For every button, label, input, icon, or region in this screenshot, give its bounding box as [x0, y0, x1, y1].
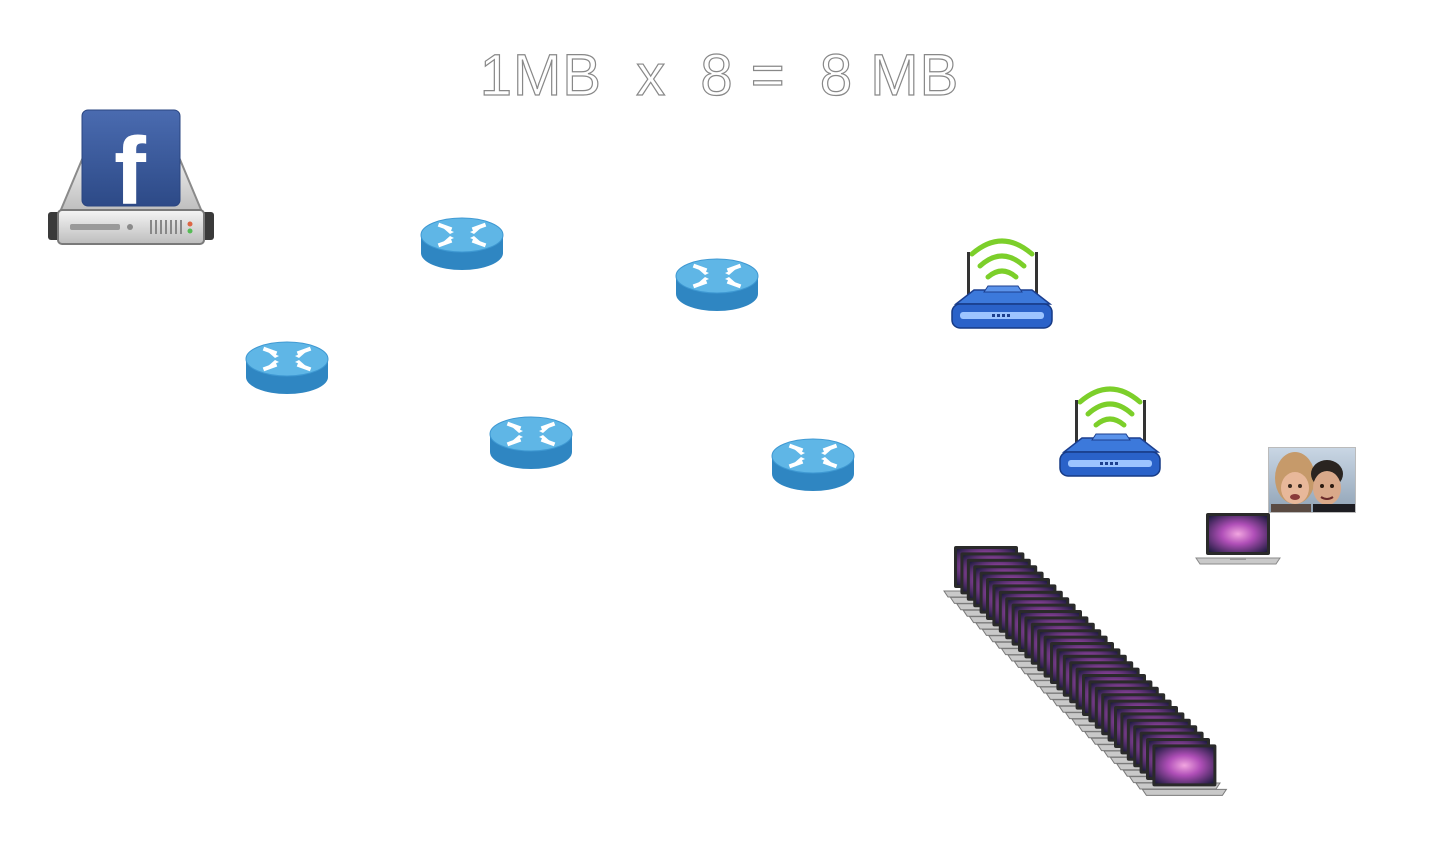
- router-icon: [489, 406, 573, 472]
- laptop-stack-icon: [942, 543, 1232, 805]
- router-icon: [771, 428, 855, 494]
- couple-photo: [1268, 447, 1356, 513]
- laptop-icon: [1195, 512, 1281, 566]
- router-icon: [420, 207, 504, 273]
- wifi-router-icon: [950, 232, 1054, 332]
- wifi-router-icon: [1058, 380, 1162, 480]
- router-icon: [245, 331, 329, 397]
- equation-title: 1MB x 8 = 8 MB: [479, 42, 960, 108]
- router-icon: [675, 248, 759, 314]
- facebook-logo-letter: f: [114, 118, 147, 225]
- facebook-server-icon: f: [48, 109, 214, 246]
